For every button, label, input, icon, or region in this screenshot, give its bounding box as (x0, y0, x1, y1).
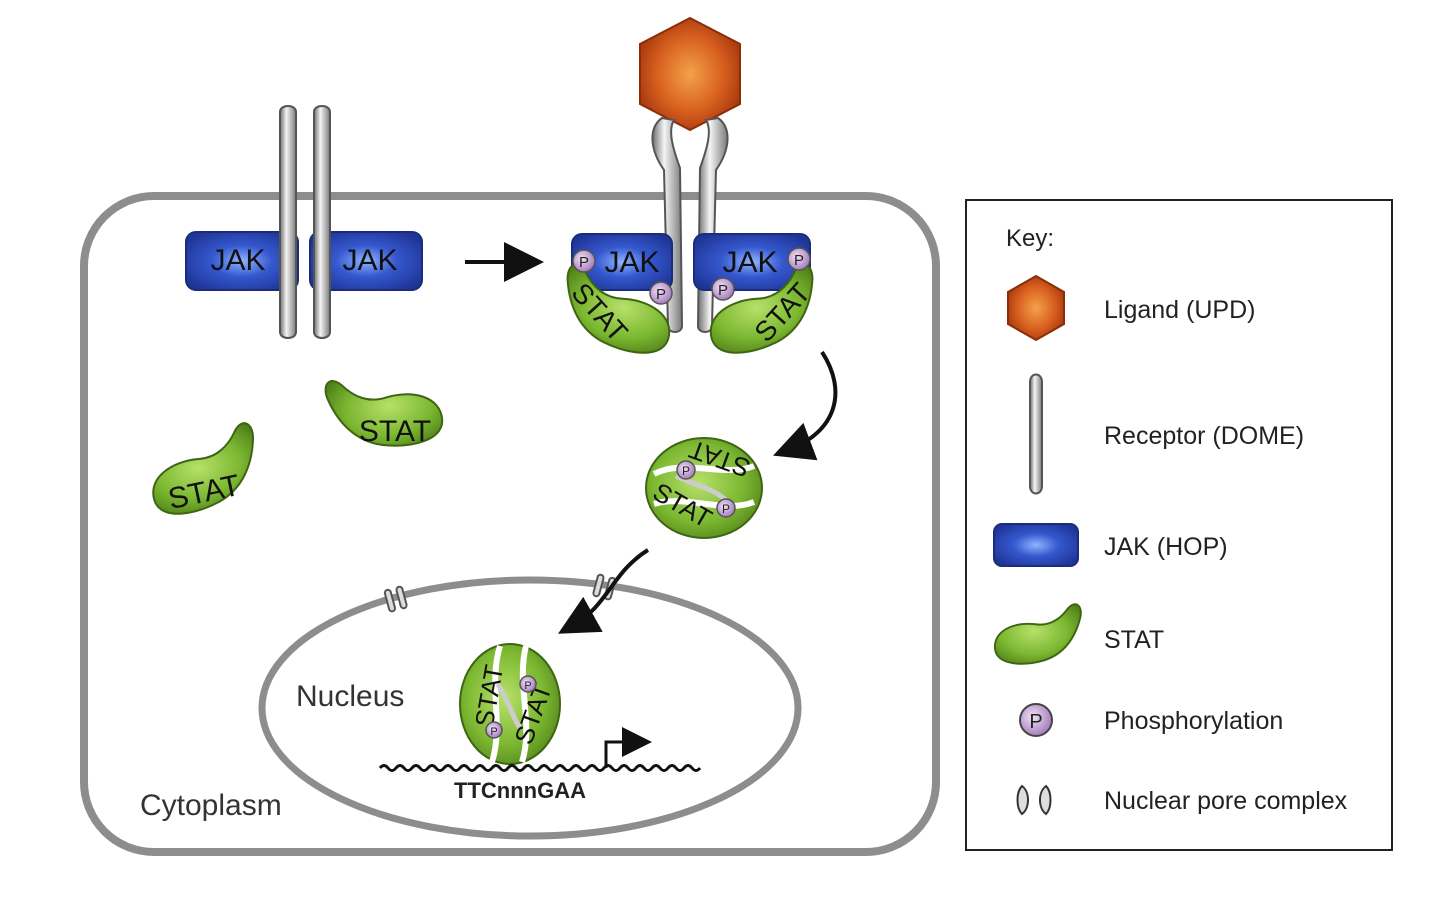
jak-protein (185, 231, 299, 291)
phospho-icon: P (1019, 703, 1053, 737)
jak-label: JAK (604, 246, 659, 279)
nucleus-label: Nucleus (296, 680, 404, 713)
key-label: Receptor (DOME) (1104, 422, 1304, 450)
receptor-rod (279, 105, 297, 339)
transcription-start-arrow (604, 727, 652, 768)
dna-sequence-label: TTCnnnGAA (454, 778, 586, 803)
dna-strand (378, 764, 702, 772)
free-stat: STAT (322, 362, 447, 459)
phospho-icon: P (716, 498, 736, 518)
nuclear-stat-dimer: STAT STAT P P (459, 643, 561, 765)
receptor-icon (1029, 373, 1043, 495)
key-label: Phosphorylation (1104, 707, 1283, 735)
jak-label: JAK (342, 244, 397, 277)
cell-membrane (80, 192, 940, 856)
dimerization-arrow (773, 350, 838, 461)
ligand-hexagon (639, 16, 741, 132)
pore-icon (1016, 784, 1052, 816)
svg-text:P: P (656, 286, 666, 303)
key-title: Key: (1006, 225, 1054, 252)
jak-protein (309, 231, 423, 291)
nuclear-pore-icon (383, 585, 408, 613)
phospho-icon: P (676, 460, 696, 480)
phospho-icon: P (572, 249, 596, 273)
receptor-rod (313, 105, 331, 339)
receptor-rod (651, 116, 684, 333)
key-label: STAT (1104, 626, 1164, 654)
key-legend: Key: Ligand (UPD) Receptor (DOME) JAK (H… (965, 199, 1393, 851)
hexagon-icon (1007, 274, 1065, 342)
phospho-icon: P (711, 277, 735, 301)
jak-protein (571, 233, 673, 291)
svg-text:P: P (490, 726, 497, 738)
active-receptor-complex: JAK JAK STAT STAT P P P P (555, 16, 825, 359)
nucleus-envelope (258, 576, 802, 840)
jak-icon (993, 523, 1079, 567)
svg-text:P: P (682, 464, 690, 478)
cytoplasm-label: Cytoplasm (140, 789, 282, 822)
key-label: Nuclear pore complex (1104, 787, 1348, 815)
phospho-icon: P (649, 281, 673, 305)
jak-label: JAK (722, 246, 777, 279)
svg-text:P: P (718, 282, 728, 299)
inactive-receptor-complex: JAK JAK (185, 105, 423, 339)
svg-text:P: P (794, 252, 804, 269)
svg-text:P: P (579, 254, 589, 271)
svg-text:P: P (524, 680, 531, 692)
key-label: Ligand (UPD) (1104, 296, 1255, 324)
free-stat: STAT (141, 420, 268, 521)
phospho-icon: P (787, 247, 811, 271)
svg-text:P: P (722, 502, 730, 516)
stat-dimer: STAT STAT P P (645, 434, 763, 539)
phospho-icon: P (519, 675, 537, 693)
jak-label: JAK (210, 244, 265, 277)
nuclear-import-arrow (558, 548, 650, 634)
stat-label: STAT (359, 415, 431, 448)
phospho-icon: P (485, 721, 503, 739)
key-label: JAK (HOP) (1104, 533, 1228, 561)
svg-text:P: P (1029, 711, 1042, 733)
